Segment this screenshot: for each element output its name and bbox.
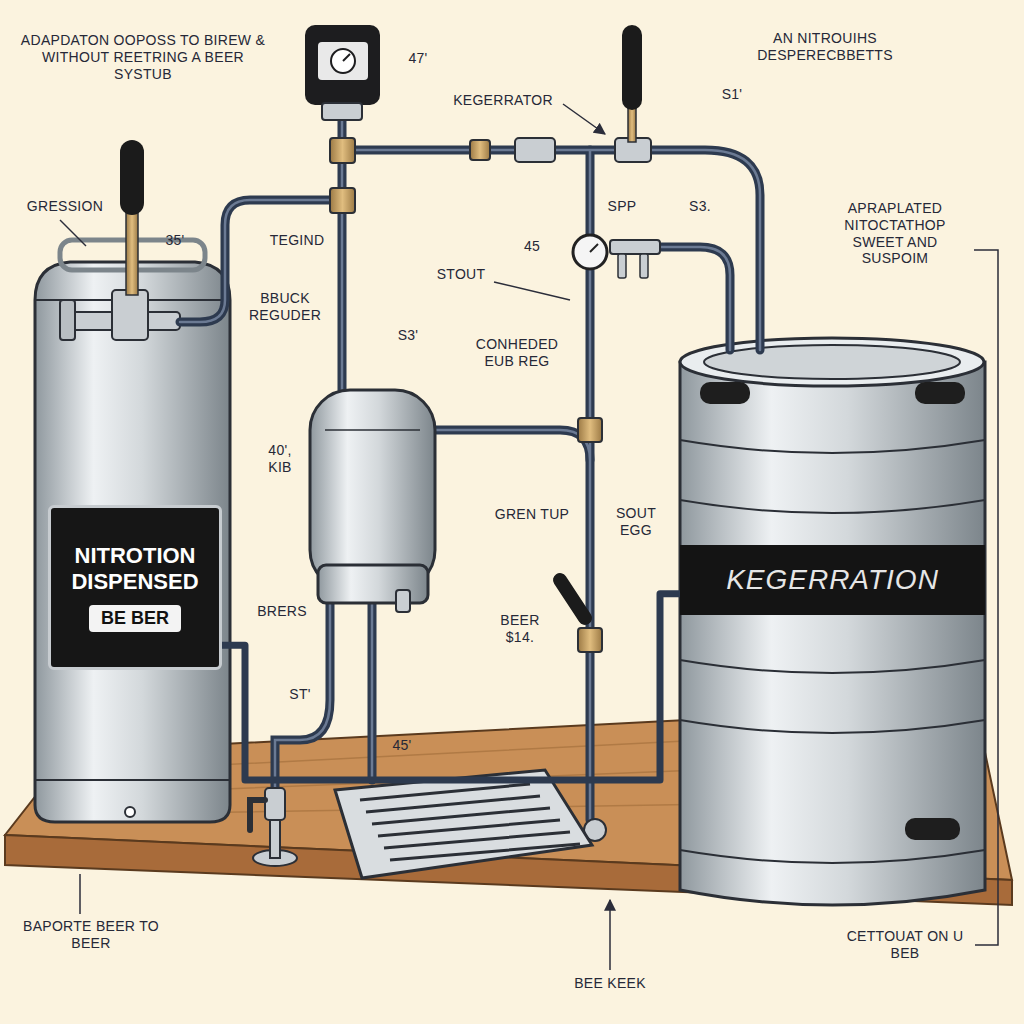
faucet bbox=[265, 788, 285, 820]
callout-label: BEE KEEK bbox=[560, 975, 660, 992]
gas-tank bbox=[60, 300, 75, 340]
beer-keg bbox=[915, 382, 965, 404]
gauge-canister bbox=[322, 103, 362, 120]
gas-tank bbox=[35, 300, 230, 780]
regulator-canister bbox=[310, 390, 435, 590]
gas-tank bbox=[120, 140, 144, 215]
callout-label: BRERS bbox=[252, 603, 312, 620]
gas-tank bbox=[112, 290, 148, 340]
callout-label: S3' bbox=[388, 327, 428, 344]
callout-label: SOUT EGG bbox=[605, 505, 667, 539]
faucet bbox=[250, 788, 297, 866]
regulator-canister bbox=[318, 565, 428, 603]
gas-tank bbox=[35, 262, 230, 822]
node-title: NITROTION DISPENSED bbox=[59, 543, 211, 596]
node-subtitle: BE BER bbox=[89, 605, 181, 632]
gauge-canister bbox=[305, 25, 380, 105]
beer-keg bbox=[680, 362, 985, 905]
regulator-canister bbox=[310, 390, 435, 612]
pressure-gauge bbox=[573, 235, 607, 269]
faucet bbox=[270, 820, 280, 858]
beer-keg bbox=[680, 338, 985, 905]
gas-lines bbox=[180, 120, 760, 820]
pressure-gauge bbox=[618, 254, 626, 278]
pressure-gauge bbox=[640, 254, 648, 278]
tank-label-panel: NITROTION DISPENSED BE BER bbox=[48, 505, 222, 670]
callout-label: GRESSION bbox=[15, 198, 115, 215]
leader-line bbox=[79, 874, 81, 914]
gas-lines bbox=[180, 120, 760, 820]
callout-label: BEER $14. bbox=[490, 612, 550, 646]
callout-label: AN NITROUIHS DESPERECBBETTS bbox=[735, 30, 915, 64]
callout-label: 45' bbox=[382, 737, 422, 754]
gauge-canister bbox=[318, 42, 368, 80]
callout-label: 45 bbox=[512, 238, 552, 255]
regulator-canister bbox=[325, 429, 420, 431]
drip-tray bbox=[335, 770, 592, 878]
regulator-canister bbox=[396, 590, 410, 612]
gas-tank bbox=[126, 205, 138, 295]
beer-keg bbox=[680, 440, 985, 863]
gas-lines bbox=[660, 247, 730, 350]
fittings bbox=[470, 140, 490, 160]
fittings bbox=[578, 628, 602, 652]
callout-label: 40', KIB bbox=[255, 442, 305, 476]
beer-keg bbox=[704, 345, 960, 379]
callout-label: ST' bbox=[280, 686, 320, 703]
gauge-canister bbox=[331, 49, 355, 73]
callout-label: CETTOUAT ON U BEB bbox=[840, 928, 970, 962]
gas-tank bbox=[125, 807, 135, 817]
callout-label: KEGERRATOR bbox=[442, 92, 564, 109]
tap-handle bbox=[622, 25, 642, 110]
gas-pipe bbox=[222, 594, 680, 780]
gauge-canister bbox=[343, 54, 350, 61]
leader-line bbox=[60, 220, 86, 246]
faucet bbox=[250, 800, 265, 830]
fittings bbox=[330, 138, 355, 163]
fittings bbox=[578, 418, 602, 442]
callout-label: GREN TUP bbox=[486, 506, 578, 523]
pressure-gauge bbox=[610, 240, 660, 254]
pressure-gauge bbox=[590, 244, 598, 252]
callout-label: CONHEDED EUB REG bbox=[462, 336, 572, 370]
beer-keg bbox=[905, 818, 960, 840]
gas-lines bbox=[435, 430, 590, 460]
gas-lines bbox=[342, 150, 760, 350]
fittings bbox=[330, 188, 355, 213]
callout-label: S1' bbox=[712, 86, 752, 103]
heading-note: ADAPDATON OOPOSS TO BIREW & WITHOUT REET… bbox=[12, 32, 274, 82]
callout-label: 35' bbox=[155, 232, 195, 249]
callout-label: BAPORTE BEER TO BEER bbox=[20, 918, 162, 952]
callout-label: 47' bbox=[398, 50, 438, 67]
callout-label: STOUT bbox=[430, 266, 492, 283]
node-title: KEGERRATION bbox=[690, 563, 975, 597]
leader-line bbox=[609, 900, 611, 970]
callout-label: TEGIND bbox=[262, 232, 332, 249]
callout-label: APRAPLATED NITOCTATHOP SWEET AND SUSPOIM bbox=[820, 200, 970, 267]
callout-label: SPP bbox=[598, 198, 646, 215]
callout-label: S3. bbox=[680, 198, 720, 215]
gauge-canister bbox=[305, 25, 380, 120]
callout-label: BBUCK REGUDER bbox=[240, 290, 330, 324]
fittings bbox=[515, 138, 555, 162]
beer-keg bbox=[700, 382, 750, 404]
drip-tray bbox=[360, 784, 580, 860]
gas-lines bbox=[275, 600, 330, 790]
leader-line bbox=[494, 282, 570, 300]
tap-handle bbox=[560, 580, 585, 618]
keg-band: KEGERRATION bbox=[680, 545, 985, 615]
leader-line bbox=[563, 104, 605, 134]
pressure-gauge bbox=[573, 235, 660, 278]
gas-tank bbox=[35, 140, 230, 822]
drip-tray bbox=[335, 770, 592, 878]
